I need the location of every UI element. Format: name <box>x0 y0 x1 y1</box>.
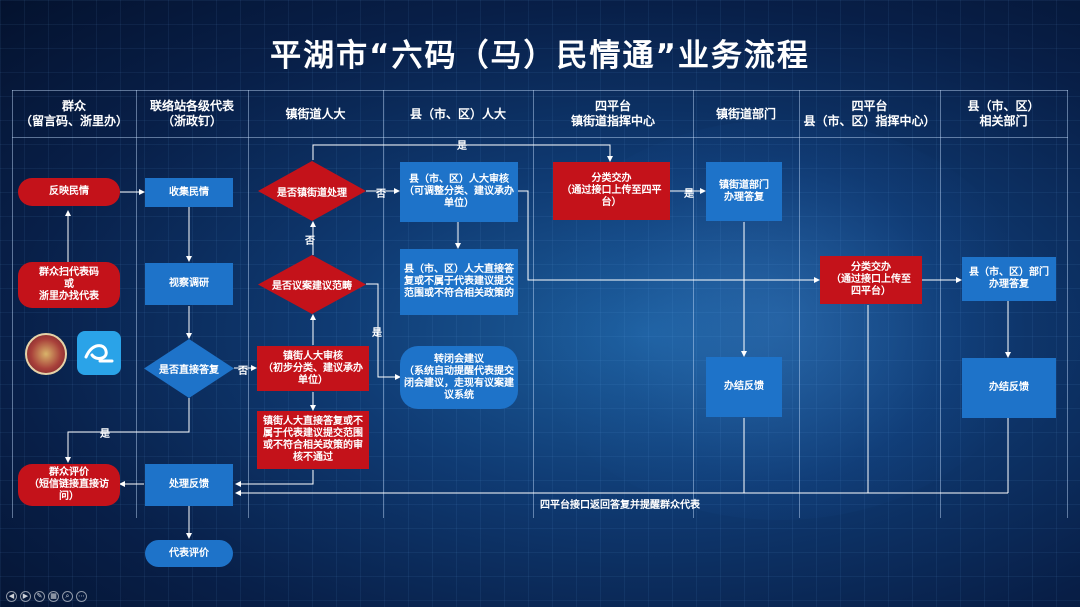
node-county-dept-done: 办结反馈 <box>962 358 1056 418</box>
zheliban-app-icon <box>77 331 121 375</box>
node-town-dept-handle: 镇街道部门 办理答复 <box>706 162 782 221</box>
column-header-line2: （浙政钉） <box>161 114 222 128</box>
node-classify-town-platform: 分类交办 （通过接口上传至四平台） <box>553 162 670 220</box>
decision-town-handle: 是否镇街道处理 <box>258 161 366 221</box>
node-handle-feedback: 处理反馈 <box>145 464 233 506</box>
column-header-county-platform: 四平台 县（市、区）指挥中心） <box>799 94 940 134</box>
column-header-line1: 县（市、区）人大 <box>409 106 506 121</box>
node-report: 反映民情 <box>18 178 120 206</box>
node-county-dept-handle: 县（市、区）部门 办理答复 <box>962 257 1056 301</box>
column-header-line1: 镇街道人大 <box>285 106 346 121</box>
column-header-town-npc: 镇街道人大 <box>248 94 383 134</box>
col-line <box>248 90 249 518</box>
column-header-line1: 四平台 <box>594 99 631 113</box>
column-header-county-npc: 县（市、区）人大 <box>383 94 533 134</box>
column-header-town-dept: 镇街道部门 <box>693 94 799 134</box>
decision-label: 是否镇街道处理 <box>277 187 347 199</box>
column-header-line2: 县（市、区）指挥中心） <box>803 114 936 128</box>
label-yes: 是 <box>372 328 382 339</box>
header-top-line <box>12 90 1068 91</box>
column-header-line1: 县（市、区） <box>967 99 1040 113</box>
decision-proposal-scope: 是否议案建议范畴 <box>258 255 366 314</box>
column-header-liaison: 联络站各级代表 （浙政钉） <box>136 94 248 134</box>
prev-slide-icon[interactable]: ◀ <box>6 591 17 602</box>
label-yes: 是 <box>457 141 467 152</box>
col-line <box>940 90 941 518</box>
node-classify-county-platform: 分类交办 （通过接口上传至 四平台） <box>820 256 922 304</box>
node-collect: 收集民情 <box>145 178 233 207</box>
page-title: 平湖市“六码（马）民情通”业务流程 <box>270 38 810 74</box>
node-town-review: 镇街人大审核 （初步分类、建议承办单位） <box>257 346 369 391</box>
node-town-direct-reply: 镇街人大直接答复或不属于代表建议提交范围或不符合相关政策的审核不通过 <box>257 411 369 469</box>
column-header-county-dept: 县（市、区） 相关部门 <box>940 94 1067 134</box>
column-header-line1: 联络站各级代表 <box>149 99 234 113</box>
pen-icon[interactable]: ✎ <box>34 591 45 602</box>
col-line <box>799 90 800 518</box>
column-header-line2: 相关部门 <box>979 114 1028 128</box>
label-no: 否 <box>305 236 315 247</box>
decision-label: 是否议案建议范畴 <box>272 281 352 292</box>
column-header-masses: 群众 （留言码、浙里办） <box>12 94 136 134</box>
column-header-line1: 群众 <box>61 99 86 113</box>
node-to-closing-proposal: 转闭会建议 （系统自动提醒代表提交闭会建议，走现有议案建议系统 <box>400 346 518 409</box>
column-header-town-platform: 四平台 镇街道指挥中心 <box>533 94 693 134</box>
column-header-line1: 四平台 <box>851 99 888 113</box>
node-county-direct-reply: 县（市、区）人大直接答复或不属于代表建议提交范围或不符合相关政策的 <box>400 249 518 315</box>
col-line <box>1067 90 1068 518</box>
label-no: 否 <box>376 189 386 200</box>
col-line <box>693 90 694 518</box>
slides-icon[interactable]: ▦ <box>48 591 59 602</box>
label-yes: 是 <box>100 429 110 440</box>
column-header-line1: 镇街道部门 <box>715 106 776 121</box>
node-town-dept-done: 办结反馈 <box>706 357 782 417</box>
header-bottom-line <box>12 137 1068 138</box>
return-note: 四平台接口返回答复并提醒群众代表 <box>540 500 700 511</box>
label-no: 否 <box>238 366 248 377</box>
col-line <box>136 90 137 518</box>
decision-direct-reply: 是否直接答复 <box>144 339 234 398</box>
col-line <box>533 90 534 518</box>
col-line <box>12 90 13 518</box>
decision-label: 是否直接答复 <box>159 365 219 376</box>
column-header-line2: 镇街道指挥中心 <box>570 114 655 128</box>
label-yes: 是 <box>684 189 694 200</box>
node-scan-code: 群众扫代表码 或 浙里办找代表 <box>18 262 120 308</box>
column-header-line2: （留言码、浙里办） <box>19 114 128 128</box>
node-investigate: 视察调研 <box>145 263 233 305</box>
slideshow-toolbar: ◀ ▶ ✎ ▦ ⌕ ⋯ <box>6 591 87 602</box>
node-representative-evaluation: 代表评价 <box>145 540 233 567</box>
zoom-icon[interactable]: ⌕ <box>62 591 73 602</box>
next-slide-icon[interactable]: ▶ <box>20 591 31 602</box>
more-icon[interactable]: ⋯ <box>76 591 87 602</box>
qr-seal-icon <box>25 333 67 375</box>
col-line <box>383 90 384 518</box>
node-masses-evaluation: 群众评价 （短信链接直接访问） <box>18 464 120 506</box>
node-county-review: 县（市、区）人大审核 （可调整分类、建议承办单位） <box>400 162 518 222</box>
